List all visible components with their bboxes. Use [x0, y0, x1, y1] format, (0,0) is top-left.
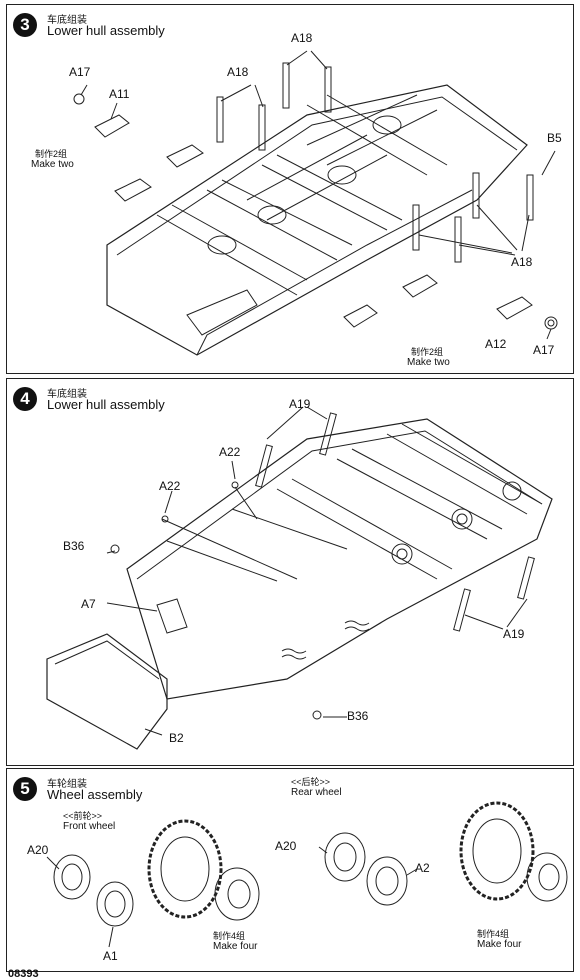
part-label-a18: A18 [511, 255, 533, 269]
step-title-en: Lower hull assembly [47, 397, 165, 412]
step-title-en: Wheel assembly [47, 787, 143, 802]
part-label-a19: A19 [289, 397, 311, 411]
part-label-a20: A20 [27, 843, 49, 857]
make-four-note-zh: 制作4组 [213, 931, 246, 941]
step-number-badge: 5 [13, 777, 37, 801]
part-label-b36: B36 [63, 539, 85, 553]
step-4-panel: 4 车底组装 Lower hull assembly [6, 378, 574, 766]
make-two-note-zh: 制作2组 [411, 347, 444, 357]
rear-wheel-title: Rear wheel [291, 787, 342, 798]
rear-wheel-title-zh: <<后轮>> [291, 777, 331, 787]
step-3-panel: 3 车底组装 Lower hull assembly [6, 4, 574, 374]
part-label-a17: A17 [69, 65, 91, 79]
part-label-a1: A1 [103, 949, 118, 963]
make-four-note: Make four [213, 941, 258, 952]
page-code: 08393 [8, 968, 39, 980]
step-5-panel: 5 车轮组装 Wheel assembly <<前轮>> Front wheel… [6, 768, 574, 972]
lower-hull-drawing-step4 [46, 406, 553, 750]
lower-hull-drawing-step3 [73, 50, 558, 356]
part-label-b36: B36 [347, 709, 369, 723]
part-label-a18: A18 [291, 31, 313, 45]
part-label-b5: B5 [547, 131, 562, 145]
front-wheel-title-zh: <<前轮>> [63, 811, 103, 821]
make-four-note: Make four [477, 939, 522, 950]
part-label-a17: A17 [533, 343, 555, 357]
part-label-a22: A22 [219, 445, 241, 459]
make-two-note: Make two [31, 159, 74, 170]
make-two-note: Make two [407, 357, 450, 368]
step-number-badge: 3 [13, 13, 37, 37]
step-title-zh: 车轮组装 [47, 779, 87, 790]
front-wheel-title: Front wheel [63, 821, 116, 832]
step-title-en: Lower hull assembly [47, 23, 165, 38]
part-label-a20: A20 [275, 839, 297, 853]
part-label-a7: A7 [81, 597, 96, 611]
part-label-a11: A11 [109, 87, 130, 101]
make-four-note-zh: 制作4组 [477, 929, 510, 939]
step-title-zh: 车底组装 [47, 389, 87, 400]
step-title-zh: 车底组装 [47, 15, 87, 26]
part-label-a19: A19 [503, 627, 525, 641]
part-label-a12: A12 [485, 337, 507, 351]
wheel-assembly-drawing [46, 801, 568, 948]
part-label-a22: A22 [159, 479, 181, 493]
make-two-note-zh: 制作2组 [35, 149, 68, 159]
part-label-b2: B2 [169, 731, 184, 745]
step-number-badge: 4 [13, 387, 37, 411]
part-label-a2: A2 [415, 861, 430, 875]
part-label-a18: A18 [227, 65, 249, 79]
